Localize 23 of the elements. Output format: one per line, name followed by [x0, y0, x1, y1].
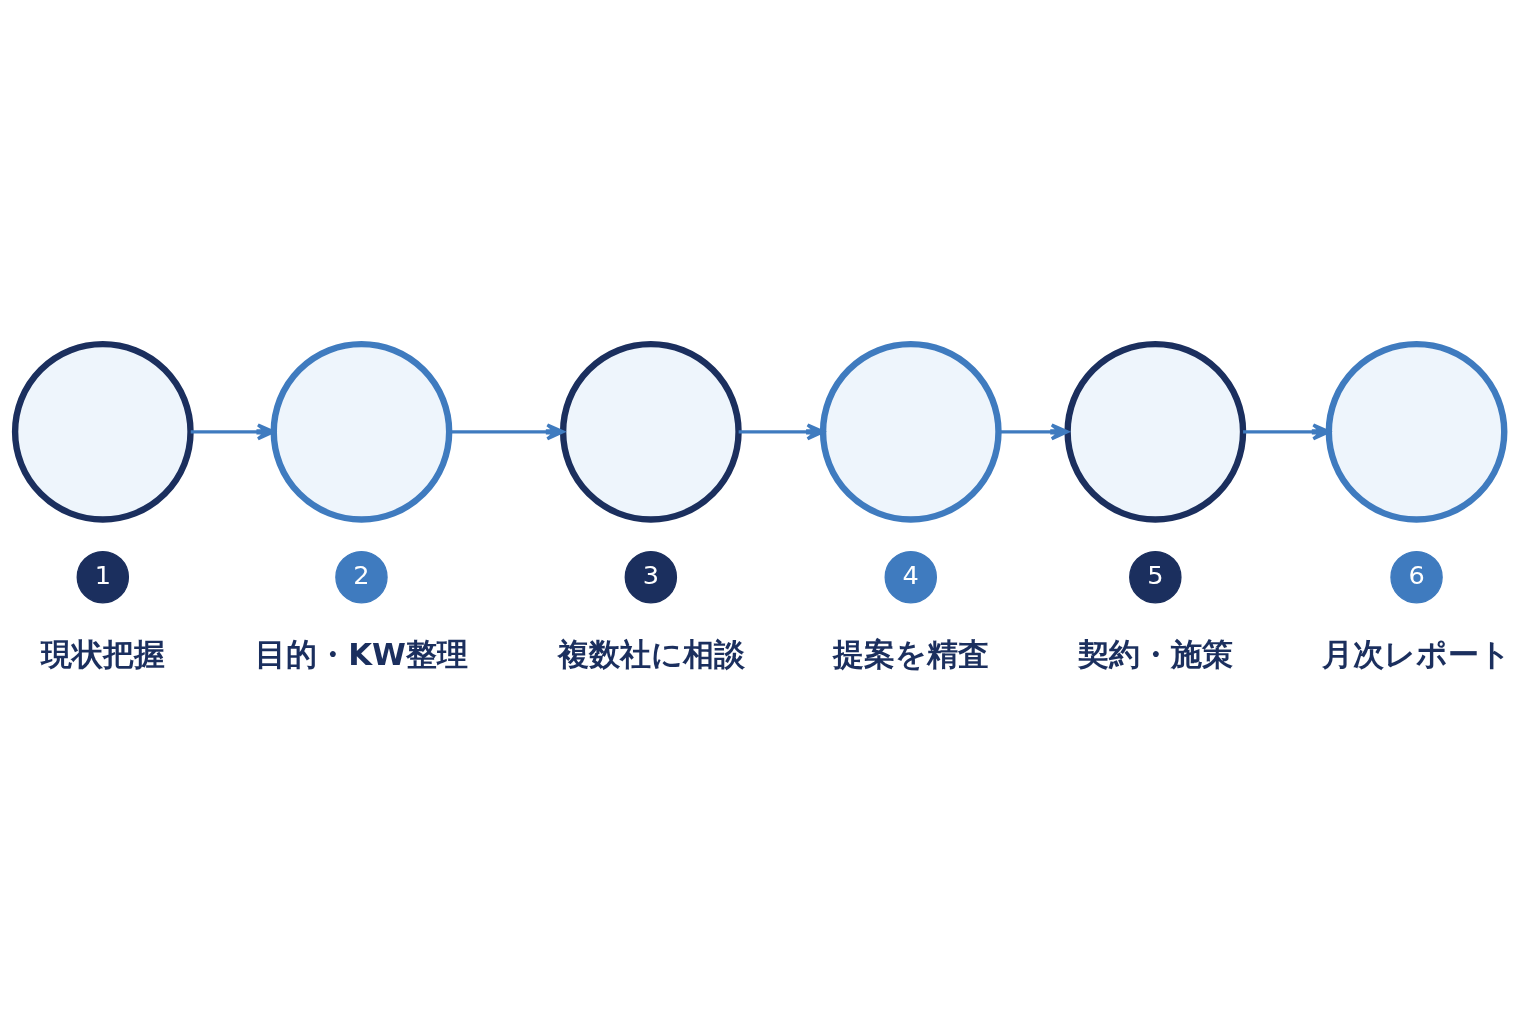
node-label: 目的・KW整理: [255, 634, 468, 671]
node-circle: 2: [335, 550, 388, 603]
node-circle: [270, 340, 453, 523]
node-circle: 1: [76, 550, 130, 603]
node-label: 提案を精査: [833, 634, 990, 671]
node-circle: 6: [1390, 550, 1443, 603]
node-circle: 4: [884, 550, 937, 603]
arrow: [1243, 422, 1331, 440]
node-circle: [819, 340, 1002, 523]
arrow: [449, 422, 565, 440]
node-label: 月次レポート: [1322, 634, 1512, 671]
node-circle: [11, 340, 194, 523]
arrow: [998, 422, 1069, 440]
node-circle: [1064, 340, 1247, 523]
node-label: 契約・施策: [1077, 634, 1233, 671]
node-circle: [1325, 340, 1508, 523]
node-circle: [559, 340, 742, 523]
node-circle: 5: [1129, 550, 1182, 603]
node-label: 現状把握: [40, 634, 165, 671]
arrow: [190, 422, 276, 440]
node-label: 複数社に相談: [558, 634, 746, 671]
arrow: [738, 422, 825, 440]
node-circle: 3: [624, 550, 678, 603]
